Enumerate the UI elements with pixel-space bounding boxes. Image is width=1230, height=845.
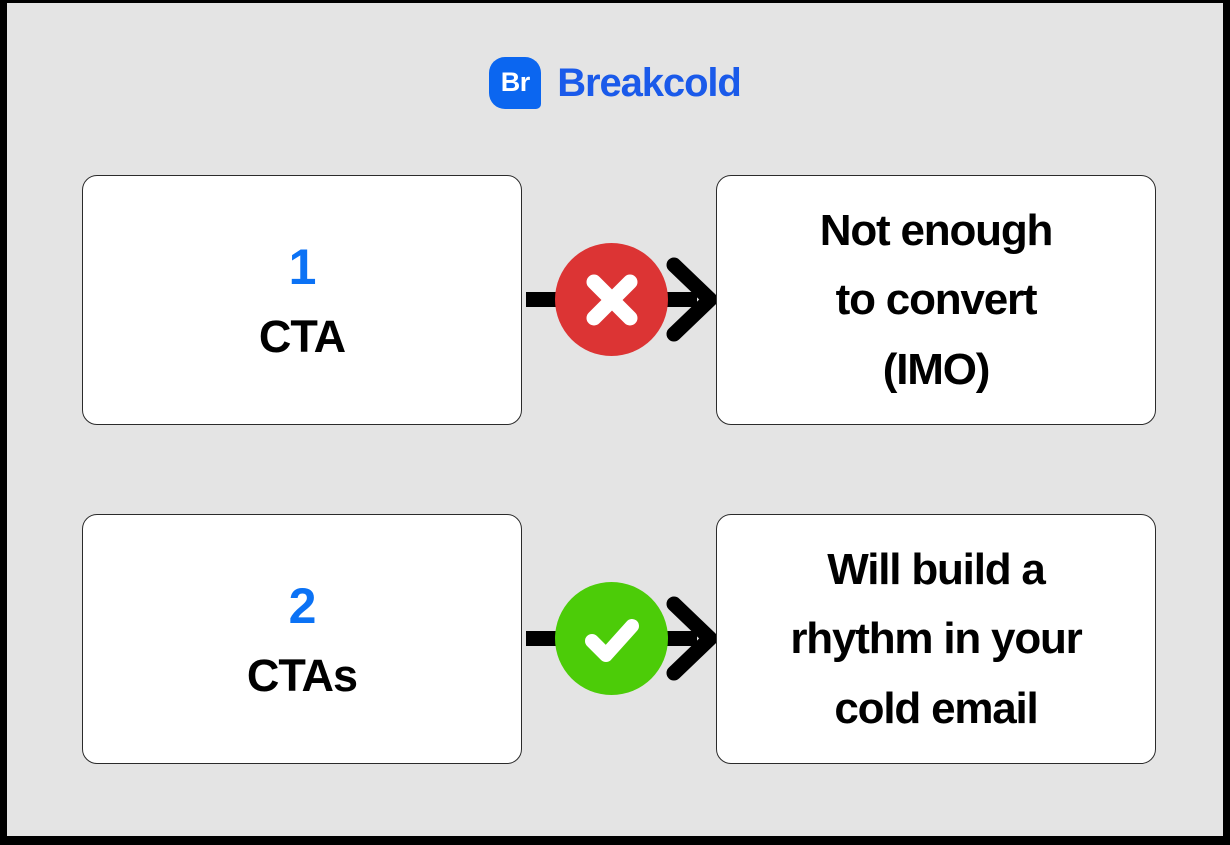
outcome-line: to convert (835, 275, 1038, 325)
outcome-card-1: Not enough to convert (IMO) (716, 175, 1156, 425)
cta-count-number-1: 1 (288, 238, 317, 295)
cross-icon (586, 274, 637, 325)
connector-1 (522, 175, 722, 425)
comparison-row-2: 2 CTAs Will build a rhythm in your (7, 514, 1223, 764)
check-icon (584, 618, 639, 662)
outcome-line: rhythm in your (790, 614, 1082, 664)
comparison-row-1: 1 CTA Not enough to convert (7, 175, 1223, 425)
infographic-canvas: Br Breakcold 1 CTA (7, 3, 1223, 836)
brand-header: Br Breakcold (7, 57, 1223, 109)
brand-wordmark: Breakcold (557, 61, 742, 105)
breakcold-logo-icon: Br (489, 57, 542, 109)
cta-count-label-1: CTA (258, 310, 346, 362)
cta-count-label-2: CTAs (246, 649, 358, 701)
outcome-line: cold email (834, 683, 1038, 733)
outcome-card-2: Will build a rhythm in your cold email (716, 514, 1156, 764)
status-badge-good (555, 582, 668, 695)
outcome-text-2: Will build a rhythm in your cold email (772, 535, 1099, 744)
cta-count-card-1: 1 CTA (82, 175, 522, 425)
cta-count-number-2: 2 (288, 577, 317, 634)
outcome-line: Not enough (819, 205, 1054, 255)
cta-count-card-2: 2 CTAs (82, 514, 522, 764)
status-badge-bad (555, 243, 668, 356)
connector-2 (522, 514, 722, 764)
outcome-text-1: Not enough to convert (IMO) (802, 196, 1070, 405)
brand-mark-text: Br (500, 66, 531, 97)
outcome-line: (IMO) (882, 344, 991, 394)
outcome-line: Will build a (827, 544, 1046, 594)
